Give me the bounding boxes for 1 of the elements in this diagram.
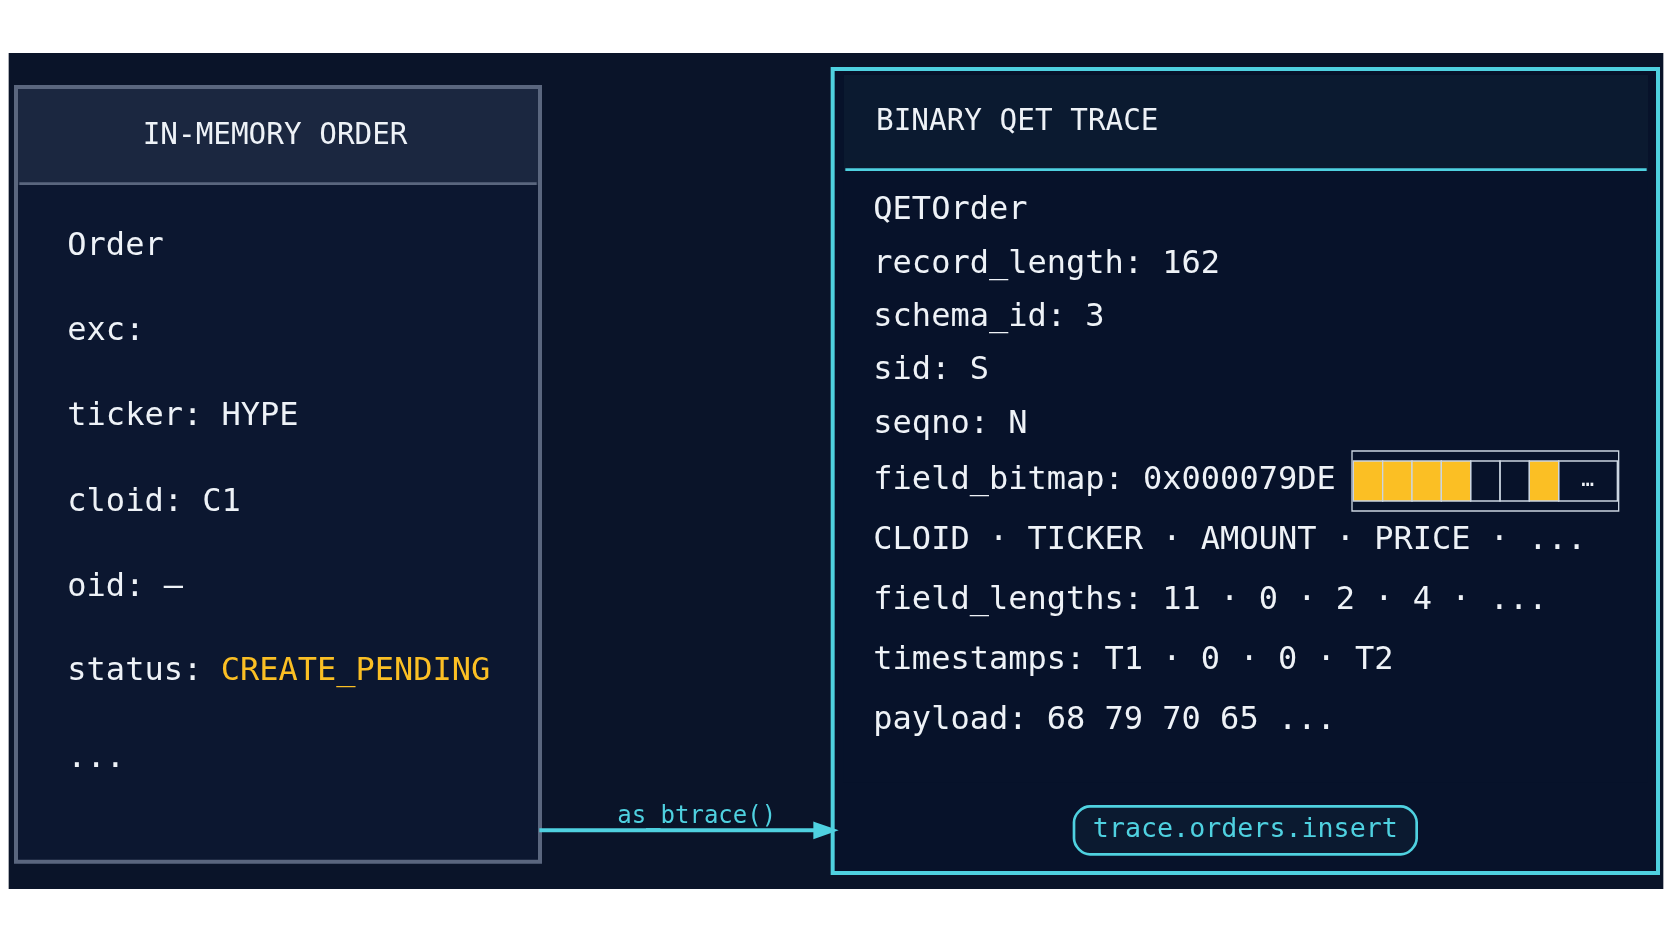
- edge-label: as_btrace(): [617, 800, 777, 829]
